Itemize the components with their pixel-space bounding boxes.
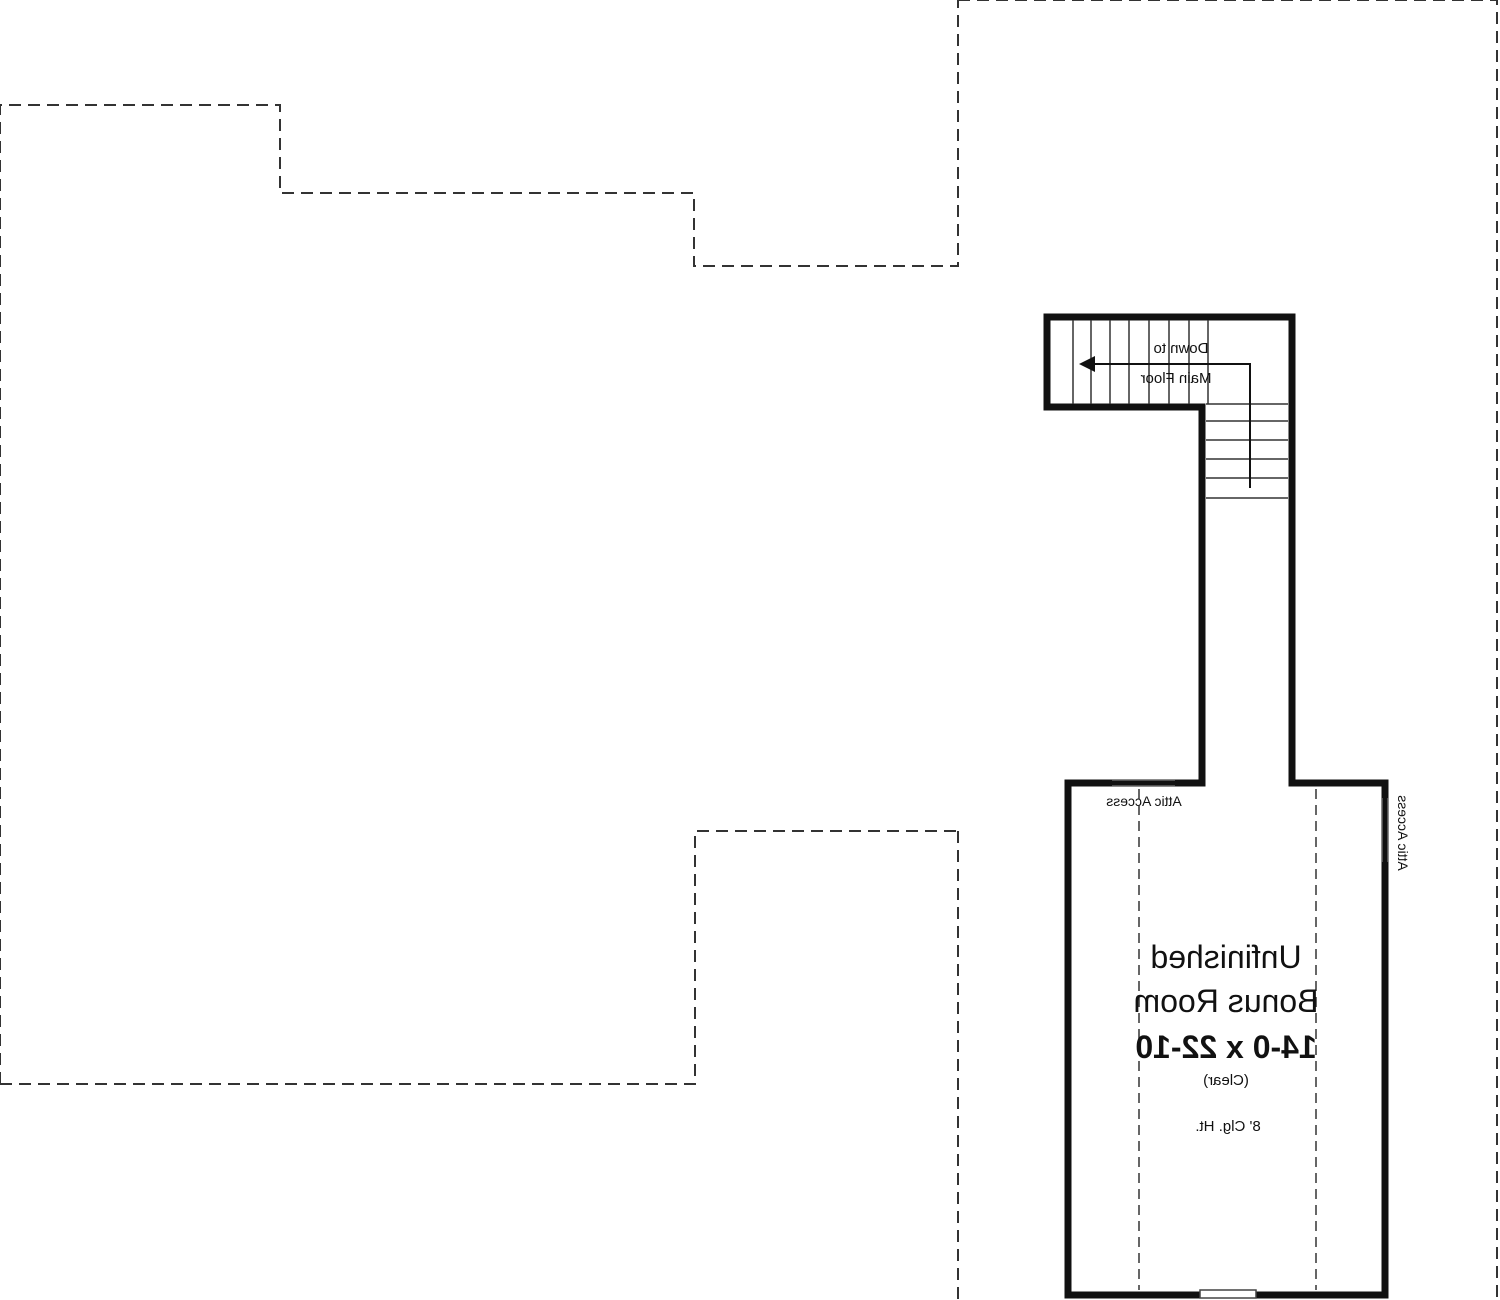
attic-access-top-hatch	[1112, 779, 1175, 787]
kneewall-lines	[1138, 789, 1317, 1290]
attic-access-top-label: Attic Access	[1106, 793, 1181, 809]
garage-outline	[958, 0, 1498, 1300]
room-size: 14-0 x 22-10	[1135, 1029, 1316, 1065]
room-note: (Clear)	[1203, 1072, 1249, 1089]
stair-upper-treads	[1072, 320, 1209, 404]
stair-arrow-icon	[1079, 356, 1095, 372]
attic-access-side-hatch	[1381, 798, 1389, 862]
attic-access-side-label: Attic Access	[1395, 795, 1411, 870]
room-name-line1: Unfinished	[1150, 939, 1301, 975]
stair-direction-line	[1090, 363, 1251, 488]
room-ceiling-height: 8' Clg. Ht.	[1195, 1118, 1260, 1135]
room-name-line2: Bonus Room	[1134, 983, 1319, 1019]
stair-label-line2: Main Floor	[1141, 370, 1212, 387]
stair-label-line1: Down to	[1153, 340, 1208, 357]
main-floor-outline-lower	[0, 830, 958, 1085]
main-floor-outline-upper	[0, 0, 959, 1084]
stair-lower-treads	[1206, 403, 1288, 499]
bonus-room-walls	[1043, 313, 1389, 1299]
window	[1199, 1289, 1257, 1299]
